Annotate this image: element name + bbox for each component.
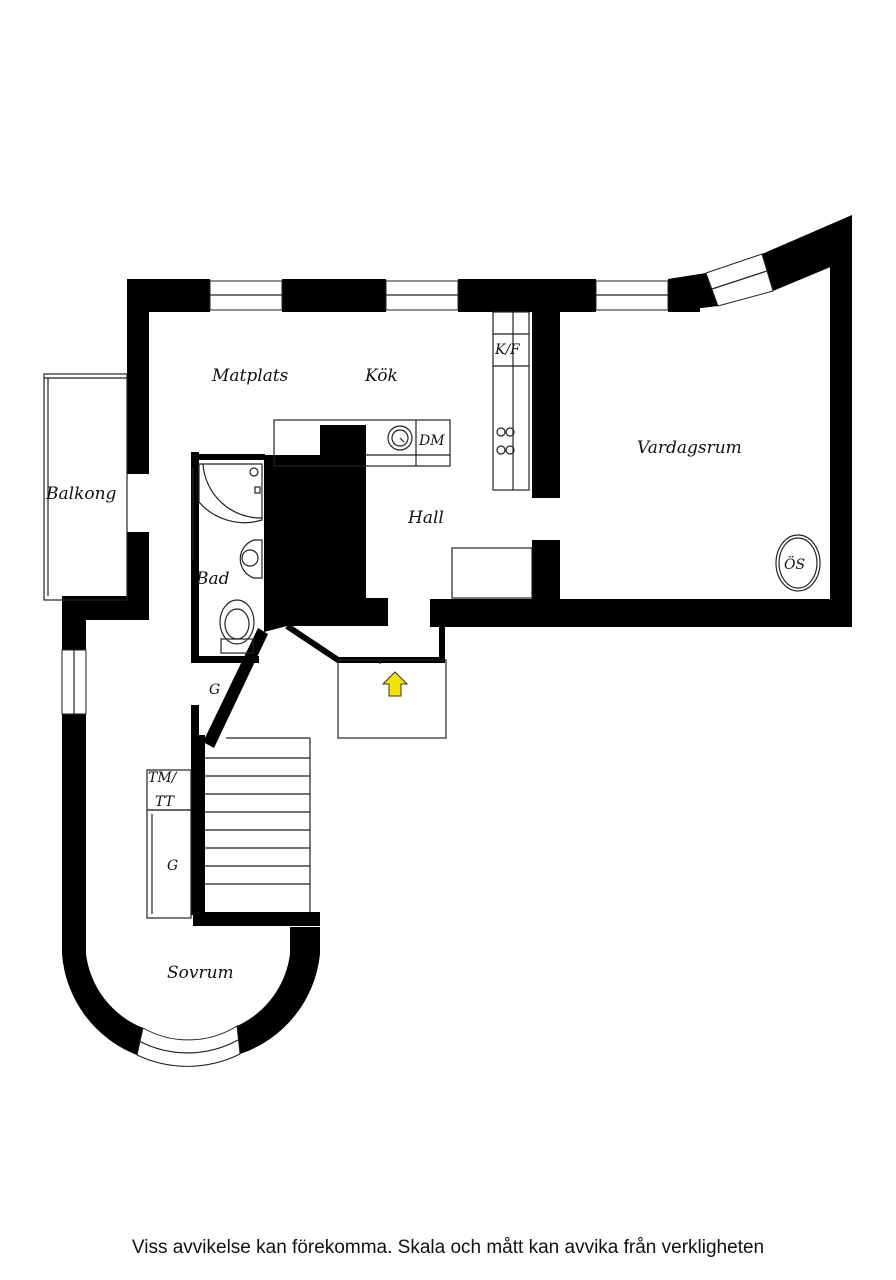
room-balkong: Balkong [45, 484, 117, 504]
interior-walls [191, 312, 560, 926]
kitchen-fixtures [273, 311, 530, 491]
balcony [43, 373, 128, 601]
exterior-walls [62, 215, 852, 1055]
disclaimer-text: Viss avvikelse kan förekomma. Skala och … [131, 1237, 765, 1258]
room-hall: Hall [407, 508, 444, 528]
label-dm: DM [418, 433, 445, 449]
label-kf: K/F [494, 342, 521, 358]
bathroom-fixtures [192, 463, 263, 654]
room-bad: Bad [195, 569, 230, 589]
label-os: ÖS [784, 555, 805, 573]
label-tm: TM/ [148, 770, 178, 786]
label-tt: TT [155, 794, 176, 810]
label-g-lower: G [167, 858, 178, 874]
staircase [205, 737, 311, 912]
room-vardagsrum: Vardagsrum [637, 438, 742, 458]
windows [61, 253, 774, 1067]
label-g-upper: G [209, 682, 220, 698]
room-matplats: Matplats [211, 366, 289, 386]
entry-arrow-icon [381, 671, 409, 697]
room-kok: Kök [364, 366, 398, 386]
closets [146, 769, 192, 919]
room-sovrum: Sovrum [167, 963, 234, 983]
fireplace-icon [775, 534, 821, 592]
hall-fixtures [337, 547, 533, 739]
